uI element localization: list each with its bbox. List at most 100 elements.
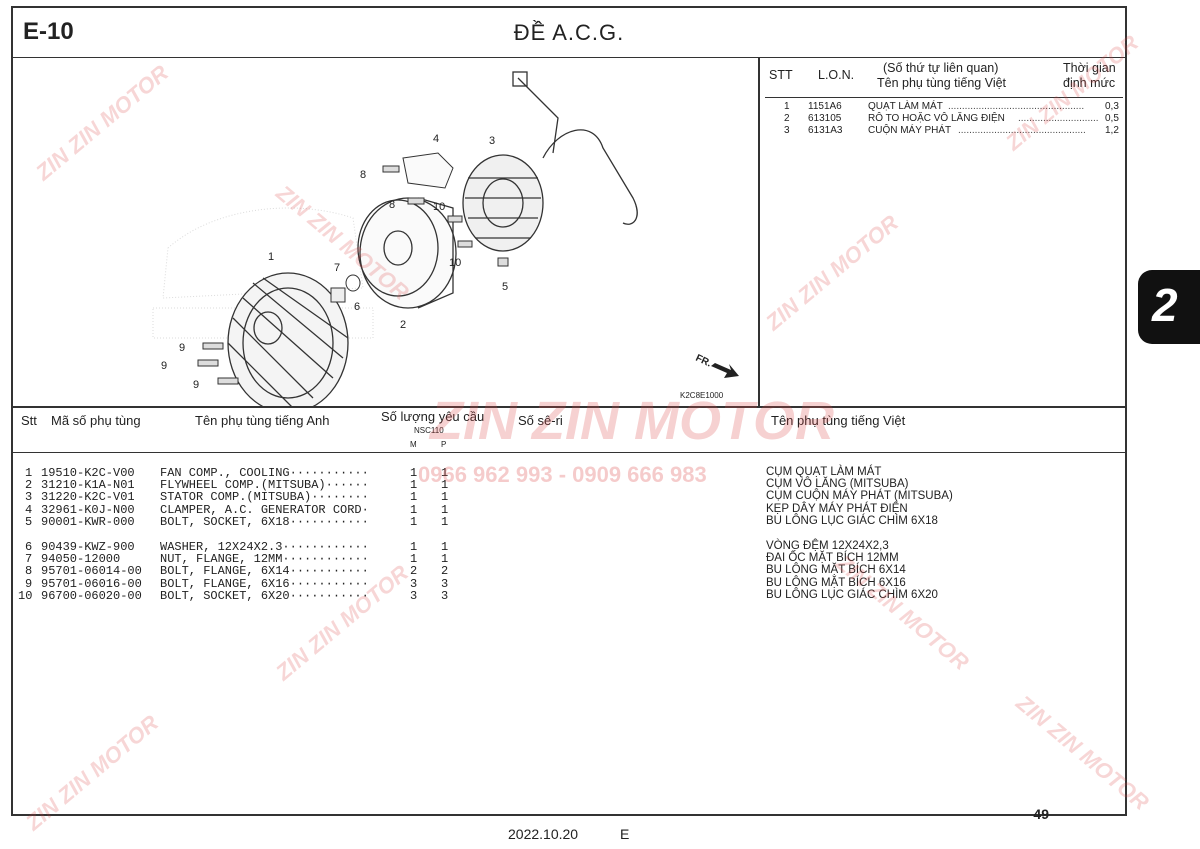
cell-qty-p: 3 [441,576,449,591]
cell-stt: 7 [25,552,33,567]
parts-header-rule [13,452,1125,453]
fan-cooling-part [227,272,349,414]
cell-part-no: 19510-K2C-V00 [41,466,135,480]
page-number: 49 [1033,806,1049,822]
cell-qty-m: 1 [410,466,418,480]
callout-8b: 8 [389,199,395,211]
cell-qty-p: 1 [441,466,449,480]
cell-name-en: FLYWHEEL COMP.(MITSUBA)······ [160,478,369,493]
stator-part [462,71,638,252]
footer-letter: E [620,826,630,842]
cell-qty-m: 3 [410,576,418,591]
cell-name-en: BOLT, FLANGE, 6X14··········· [160,564,369,579]
cell-name-vi: CỤM CUỘN MÁY PHÁT (MITSUBA) [766,490,953,503]
ref-lon: 613105 [808,113,842,124]
callout-7: 7 [334,262,340,274]
cell-name-vi: BU LÔNG MẶT BÍCH 6X14 [766,564,906,577]
ref-row: 3 6131A3 CUỘN MÁY PHÁT .................… [768,125,1128,137]
callout-4: 4 [433,133,439,145]
table-row: 4 32961-K0J-N00 CLAMPER, A.C. GENERATOR CO… [13,502,1123,517]
flywheel-part [357,197,457,309]
callout-6: 6 [354,301,360,313]
ref-lon: 6131A3 [808,125,843,136]
diagram-divider [758,58,760,406]
parts-header-name-vi: Tên phụ tùng tiếng Việt [771,413,906,428]
ref-leader: ........................................… [958,125,1086,136]
ref-header-time1: Thời gian [1063,61,1116,75]
cell-stt: 1 [25,466,33,480]
cell-qty-p: 1 [441,540,449,554]
cell-stt: 6 [25,540,33,554]
cell-name-vi: KẸP DÂY MÁY PHÁT ĐIỆN [766,502,908,515]
front-arrow-icon [711,363,739,378]
nut-part [330,287,346,303]
ref-header-lon: L.O.N. [818,68,855,82]
parts-header-model: NSC110 [414,426,444,435]
cell-name-en: WASHER, 12X24X2.3············ [160,540,369,554]
cell-part-no: 96700-06020-00 [41,588,142,603]
front-direction-label: FR. [694,353,713,370]
table-row: 7 94050-12000 NUT, FLANGE, 12MM···········… [13,552,1123,567]
cell-qty-p: 1 [441,490,449,505]
ref-time: 0,3 [1105,101,1119,112]
cell-part-no: 32961-K0J-N00 [41,502,135,517]
cell-stt: 5 [25,514,33,529]
ref-leader: ............................. [1018,113,1099,124]
cell-name-vi: BU LÔNG LỤC GIÁC CHÌM 6X18 [766,514,938,527]
section-divider [13,406,1125,408]
table-row: 9 95701-06016-00 BOLT, FLANGE, 6X16·······… [13,576,1123,591]
page-header: E-10 ĐỀ A.C.G. [13,8,1125,58]
ref-stt: 2 [784,113,790,124]
cell-part-no: 90439-KWZ-900 [41,540,135,554]
callout-3: 3 [489,135,495,147]
callout-10b: 10 [449,257,461,269]
ref-header-desc2: Tên phụ tùng tiếng Việt [877,76,1007,90]
parts-header-p: P [441,440,447,449]
ref-header-stt: STT [769,68,793,82]
cell-stt: 3 [25,490,33,505]
callout-9c: 9 [193,379,199,391]
exploded-diagram: 1 2 3 4 5 6 7 8 8 9 9 9 10 10 FR. K2C8E1… [13,58,758,414]
ref-name: QUẠT LÀM MÁT [868,101,943,112]
cell-qty-m: 2 [410,564,418,579]
cell-stt: 8 [25,564,33,579]
cell-qty-m: 1 [410,478,418,493]
bolts [197,165,509,385]
parts-header-stt: Stt [21,413,37,428]
ref-header-time2: định mức [1063,76,1116,90]
cell-qty-m: 3 [410,588,418,603]
cell-name-vi: ĐAI ỐC MẶT BÍCH 12MM [766,552,899,565]
parts-header-name-en: Tên phụ tùng tiếng Anh [195,413,330,428]
ref-header-desc1: (Số thứ tự liên quan) [883,61,999,75]
cell-name-vi: BU LÔNG LỤC GIÁC CHÌM 6X20 [766,588,938,601]
ref-name: CUỘN MÁY PHÁT [868,125,952,136]
ref-stt: 3 [784,125,790,136]
cell-name-en: CLAMPER, A.C. GENERATOR CORD· [160,502,369,517]
callout-2: 2 [400,319,406,331]
callout-9: 9 [179,342,185,354]
cell-part-no: 95701-06016-00 [41,576,142,591]
ref-time: 1,2 [1105,125,1119,136]
cell-stt: 4 [25,502,33,517]
footer-date: 2022.10.20 [508,826,579,842]
cell-qty-p: 3 [441,588,449,603]
cell-qty-m: 1 [410,490,418,505]
ref-row: 2 613105 RÔ TO HOẶC VÔ LĂNG ĐIỆN .......… [768,113,1128,125]
cell-stt: 9 [25,576,33,591]
ref-name: RÔ TO HOẶC VÔ LĂNG ĐIỆN [868,113,1005,124]
parts-header-partno: Mã số phụ tùng [51,413,141,428]
page-title: ĐỀ A.C.G. [513,20,625,45]
cell-qty-p: 1 [441,478,449,493]
section-tab-label: 2 [1152,279,1178,331]
cell-qty-p: 1 [441,502,449,517]
cell-name-en: BOLT, FLANGE, 6X16··········· [160,576,369,591]
cell-name-en: NUT, FLANGE, 12MM············ [160,552,369,567]
callout-8: 8 [360,169,366,181]
cell-name-en: BOLT, SOCKET, 6X20··········· [160,588,369,603]
clamper-part [402,152,454,189]
cell-stt: 10 [18,588,33,603]
cell-part-no: 94050-12000 [41,552,121,567]
